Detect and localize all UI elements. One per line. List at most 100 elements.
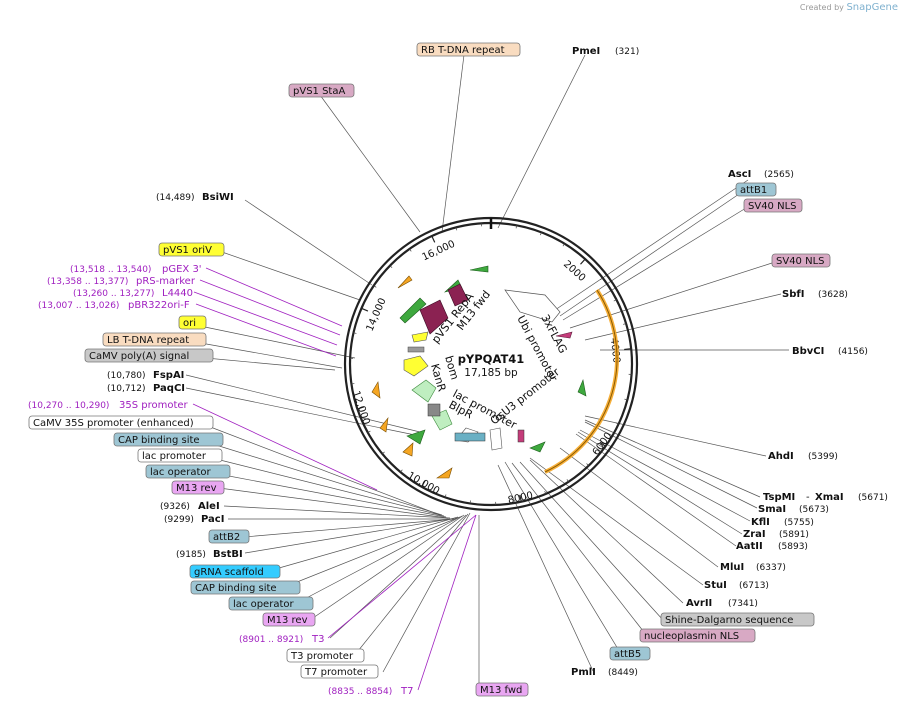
primer-35s-pos: (10,270 .. 10,290) bbox=[28, 401, 109, 411]
feature-label-m13fwd: M13 fwd bbox=[480, 685, 522, 696]
feature-label-t3prom: T3 promoter bbox=[290, 651, 354, 662]
green-arrow bbox=[399, 297, 427, 324]
feature-label-attb2: attB2 bbox=[213, 532, 240, 543]
primer-t3-pos: (8901 .. 8921) bbox=[239, 635, 303, 645]
feature-label-cap1: CAP binding site bbox=[118, 435, 200, 446]
tick-mark bbox=[421, 480, 426, 488]
minor-tick bbox=[444, 494, 447, 498]
feature-label-m13rev2: M13 rev bbox=[267, 615, 308, 626]
enzyme-asci-pos: (2565) bbox=[764, 170, 794, 180]
tick-label: 14,000 bbox=[365, 297, 389, 333]
primer-l4440: L4440 bbox=[162, 288, 193, 299]
enzyme-bbvci-pos: (4156) bbox=[838, 347, 868, 357]
kanr-arrow bbox=[411, 379, 437, 403]
feature-box-attb1 bbox=[735, 182, 777, 197]
ubi-promoter-arrow bbox=[504, 289, 561, 323]
feature-box-camv_polya bbox=[84, 348, 214, 363]
feature-label-m13rev1: M13 rev bbox=[176, 483, 217, 494]
orange-arrow bbox=[379, 416, 389, 433]
minor-tick bbox=[566, 479, 569, 482]
enzyme-tspmi-pos: (5671) bbox=[858, 493, 888, 503]
minor-tick bbox=[389, 265, 393, 268]
feature-label-pvs1_oriv: pVS1 oriV bbox=[163, 245, 212, 256]
bom-block bbox=[407, 346, 425, 353]
enzyme-kfli-pos: (5755) bbox=[784, 518, 814, 528]
enzyme-sbfi: SbfI bbox=[782, 289, 804, 300]
feature-box-m13rev1 bbox=[171, 480, 225, 495]
enzyme-ahdi-pos: (5399) bbox=[808, 452, 838, 462]
enzyme-tspmi-sep: - bbox=[806, 492, 810, 503]
enzyme-avrii-pos: (7341) bbox=[728, 599, 758, 609]
feature-box-pvs1_stab bbox=[288, 83, 355, 98]
feature-box-lb_tdna bbox=[102, 332, 207, 347]
feature-box-lacop1 bbox=[145, 464, 231, 479]
enzyme-zrai-pos: (5891) bbox=[779, 530, 809, 540]
feature-label-cap2: CAP binding site bbox=[195, 583, 277, 594]
enzyme-bbvci: BbvCI bbox=[792, 346, 824, 357]
enzyme-paci-pos: (9299) bbox=[164, 515, 194, 525]
minor-tick bbox=[373, 285, 377, 288]
minor-tick bbox=[623, 323, 627, 325]
feature-box-grna bbox=[189, 564, 281, 579]
feature-box-pvs1_oriv bbox=[158, 242, 225, 257]
enzyme-tspmi: TspMI bbox=[763, 492, 795, 503]
enzyme-mlui: MluI bbox=[720, 562, 744, 573]
minor-tick bbox=[600, 277, 603, 281]
enzyme-bsiwi: BsiWI bbox=[202, 192, 234, 203]
minor-tick bbox=[353, 332, 357, 334]
minor-tick bbox=[562, 243, 565, 247]
enzyme-pmli: PmlI bbox=[571, 667, 596, 678]
primer-35s: 35S promoter bbox=[119, 400, 189, 411]
primer-t7: T7 bbox=[400, 686, 413, 697]
minor-tick bbox=[615, 422, 619, 425]
minor-tick bbox=[455, 227, 458, 231]
orange-arrow bbox=[397, 275, 413, 289]
primer-pbr-pos: (13,007 .. 13,026) bbox=[38, 301, 119, 311]
tick-mark bbox=[431, 235, 436, 243]
tick-label: 2000 bbox=[561, 259, 587, 284]
enzyme-paqci-pos: (10,712) bbox=[107, 384, 146, 394]
feature-box-m13fwd bbox=[475, 682, 529, 697]
pvs1-staa-cds bbox=[447, 283, 469, 307]
enzyme-paqci: PaqCI bbox=[153, 383, 185, 394]
enzyme-smai-pos: (5673) bbox=[799, 505, 829, 515]
feature-box-cap2 bbox=[190, 580, 301, 595]
minor-tick bbox=[382, 451, 385, 455]
plasmid-name: pYPQAT41 bbox=[458, 352, 525, 366]
feature-box-shine bbox=[660, 612, 815, 627]
feature-box-attb5 bbox=[609, 646, 651, 661]
tick-label: 8000 bbox=[507, 490, 534, 506]
enzyme-aatii: AatII bbox=[736, 541, 763, 552]
enzyme-bsiwi-pos: (14,489) bbox=[156, 193, 195, 203]
feature-box-lacprom1 bbox=[137, 448, 223, 463]
enzyme-ahdi: AhdI bbox=[768, 451, 794, 462]
enzyme-aatii-pos: (5893) bbox=[778, 542, 808, 552]
enzyme-pmli-pos: (8449) bbox=[608, 668, 638, 678]
minor-tick bbox=[400, 469, 403, 473]
feature-box-nucleo bbox=[639, 628, 756, 643]
feature-box-t3prom bbox=[286, 648, 365, 663]
feature-label-attb5: attB5 bbox=[614, 649, 641, 660]
nls-block bbox=[517, 429, 525, 443]
green-arrow bbox=[529, 441, 546, 453]
feature-label-lb_tdna: LB T-DNA repeat bbox=[107, 335, 189, 346]
enzyme-kfli: KflI bbox=[751, 517, 770, 528]
orange-arrow bbox=[436, 467, 453, 479]
feature-label-sv40_2: SV40 NLS bbox=[776, 256, 825, 267]
enzyme-fspai-pos: (10,780) bbox=[107, 371, 146, 381]
flag-arrow bbox=[555, 331, 573, 339]
tick-mark bbox=[599, 441, 606, 447]
minor-tick bbox=[409, 248, 412, 252]
enzyme-pmei-pos: (321) bbox=[615, 47, 639, 57]
feature-label-rb_tdna: RB T-DNA repeat bbox=[421, 45, 505, 56]
enzyme-stui: StuI bbox=[704, 580, 727, 591]
osu3-promoter-arrow bbox=[489, 427, 503, 451]
feature-label-sv40_1: SV40 NLS bbox=[748, 201, 797, 212]
minor-tick bbox=[515, 225, 517, 229]
tick-label: 16,000 bbox=[421, 239, 457, 264]
tick-mark bbox=[519, 494, 522, 502]
minor-tick bbox=[544, 491, 547, 495]
feature-box-ori bbox=[178, 315, 207, 330]
enzyme-stui-pos: (6713) bbox=[739, 581, 769, 591]
